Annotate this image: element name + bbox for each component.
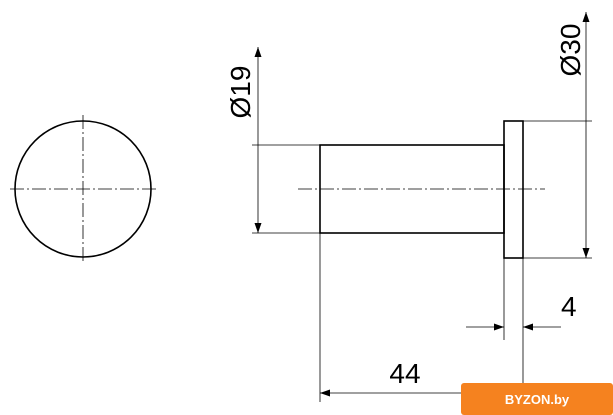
shaft-diameter-label: Ø19 — [225, 66, 256, 119]
side-view — [298, 120, 545, 259]
end-view — [10, 115, 158, 263]
flange-body — [503, 120, 524, 259]
dimension-flange-thickness: 4 — [466, 258, 577, 396]
flange-thickness-label: 4 — [561, 291, 577, 322]
watermark-background — [461, 383, 613, 415]
dimension-flange-diameter: Ø30 — [523, 11, 592, 259]
dimension-total-length: 44 — [319, 233, 523, 402]
flange-diameter-label: Ø30 — [555, 24, 586, 77]
dimension-shaft-diameter: Ø19 — [225, 47, 320, 234]
watermark: BYZON.by — [461, 383, 613, 415]
watermark-text: BYZON.by — [505, 392, 570, 407]
total-length-label: 44 — [389, 358, 420, 389]
